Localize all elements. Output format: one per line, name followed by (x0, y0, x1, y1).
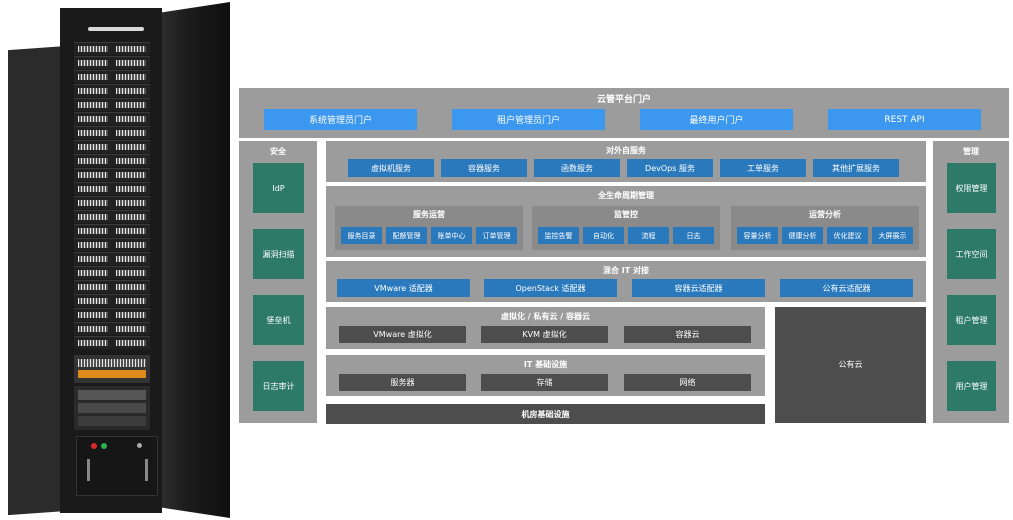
rack-server-slot (74, 336, 150, 349)
adapter-vmware[interactable]: VMware 适配器 (337, 279, 470, 297)
it-infrastructure-section: IT 基础设施 服务器 存储 网络 (326, 355, 765, 396)
rack-server-slot (74, 308, 150, 321)
virt-vmware[interactable]: VMware 虚拟化 (339, 326, 466, 343)
rack-open-door (162, 2, 230, 518)
security-column: 安全 IdP 漏洞扫描 堡垒机 日志审计 (239, 141, 317, 423)
rack-server-slot (74, 182, 150, 195)
power-led-red (91, 443, 97, 449)
mon-workflow[interactable]: 流程 (628, 227, 669, 244)
ana-health[interactable]: 健康分析 (782, 227, 823, 244)
ops-quota[interactable]: 配额管理 (386, 227, 427, 244)
security-item-log-audit[interactable]: 日志审计 (253, 361, 304, 411)
ops-orders[interactable]: 订单管理 (476, 227, 517, 244)
security-item-bastion[interactable]: 堡垒机 (253, 295, 304, 345)
adapter-container-cloud[interactable]: 容器云适配器 (632, 279, 765, 297)
service-devops[interactable]: DevOps 服务 (627, 159, 713, 177)
portal-sysadmin-button[interactable]: 系统管理员门户 (264, 109, 417, 130)
lifecycle-group-analytics-title: 运营分析 (809, 209, 841, 219)
management-item-permissions[interactable]: 权限管理 (947, 163, 996, 213)
rack-server-slot (74, 84, 150, 97)
virtualization-title: 虚拟化 / 私有云 / 容器云 (501, 311, 590, 321)
mon-automation[interactable]: 自动化 (583, 227, 624, 244)
rack-server-slot (74, 266, 150, 279)
virt-container-cloud[interactable]: 容器云 (624, 326, 751, 343)
rack-server-slot (74, 70, 150, 83)
infra-network[interactable]: 网络 (624, 374, 751, 391)
ops-billing[interactable]: 账单中心 (431, 227, 472, 244)
rack-server-slot (74, 98, 150, 111)
ana-dashboard[interactable]: 大屏展示 (872, 227, 913, 244)
lifecycle-group-monitoring-title: 监管控 (614, 209, 638, 219)
security-title: 安全 (270, 146, 286, 156)
portal-tenantadmin-button[interactable]: 租户管理员门户 (452, 109, 605, 130)
rack-server-slot (74, 140, 150, 153)
portal-bar: 云管平台门户 系统管理员门户 租户管理员门户 最终用户门户 REST API (239, 88, 1009, 138)
virt-kvm[interactable]: KVM 虚拟化 (481, 326, 608, 343)
service-extensions[interactable]: 其他扩展服务 (813, 159, 899, 177)
rack-side-panel (8, 45, 68, 516)
security-item-idp[interactable]: IdP (253, 163, 304, 213)
lifecycle-section: 全生命周期管理 服务运营 服务目录 配额管理 账单中心 订单管理 监管控 监控告… (326, 186, 926, 257)
rack-slots (74, 42, 150, 352)
rack-server-slot (74, 252, 150, 265)
service-vm[interactable]: 虚拟机服务 (348, 159, 434, 177)
rack-server-slot (74, 112, 150, 125)
ana-capacity[interactable]: 容量分析 (737, 227, 778, 244)
security-item-vuln-scan[interactable]: 漏洞扫描 (253, 229, 304, 279)
hybrid-it-section: 混合 IT 对接 VMware 适配器 OpenStack 适配器 容器云适配器… (326, 261, 926, 302)
ana-optimization[interactable]: 优化建议 (827, 227, 868, 244)
hybrid-it-title: 混合 IT 对接 (602, 265, 649, 275)
mon-logs[interactable]: 日志 (673, 227, 714, 244)
power-led-green (101, 443, 107, 449)
adapter-openstack[interactable]: OpenStack 适配器 (484, 279, 617, 297)
management-item-workspace[interactable]: 工作空间 (947, 229, 996, 279)
lifecycle-group-analytics: 运营分析 容量分析 健康分析 优化建议 大屏展示 (731, 206, 919, 250)
it-infrastructure-title: IT 基础设施 (523, 359, 568, 369)
rack-server-slot (74, 42, 150, 55)
ops-service-catalog[interactable]: 服务目录 (341, 227, 382, 244)
management-item-tenants[interactable]: 租户管理 (947, 295, 996, 345)
lifecycle-group-monitoring: 监管控 监控告警 自动化 流程 日志 (532, 206, 720, 250)
management-item-users[interactable]: 用户管理 (947, 361, 996, 411)
rack-server-slot (74, 294, 150, 307)
rack-top-light (88, 27, 144, 31)
infra-storage[interactable]: 存储 (481, 374, 608, 391)
lifecycle-title: 全生命周期管理 (598, 190, 654, 200)
mon-alerts[interactable]: 监控告警 (538, 227, 579, 244)
rack-power-unit (76, 436, 158, 496)
public-cloud-box[interactable]: 公有云 (775, 307, 926, 423)
rack-server-slot (74, 196, 150, 209)
management-column: 管理 权限管理 工作空间 租户管理 用户管理 (933, 141, 1009, 423)
server-rack-illustration (0, 0, 235, 520)
self-service-section: 对外自服务 虚拟机服务 容器服务 函数服务 DevOps 服务 工单服务 其他扩… (326, 141, 926, 182)
rack-server-slot (74, 126, 150, 139)
lifecycle-group-operations-title: 服务运营 (413, 209, 445, 219)
lifecycle-group-operations: 服务运营 服务目录 配额管理 账单中心 订单管理 (335, 206, 523, 250)
virtualization-section: 虚拟化 / 私有云 / 容器云 VMware 虚拟化 KVM 虚拟化 容器云 (326, 307, 765, 349)
service-function[interactable]: 函数服务 (534, 159, 620, 177)
rack-storage-units (74, 386, 150, 430)
adapter-public-cloud[interactable]: 公有云适配器 (780, 279, 913, 297)
rack-server-slot (74, 238, 150, 251)
rack-server-slot (74, 280, 150, 293)
portal-title: 云管平台门户 (596, 94, 651, 105)
self-service-title: 对外自服务 (606, 145, 646, 155)
rack-server-slot (74, 168, 150, 181)
service-ticket[interactable]: 工单服务 (720, 159, 806, 177)
management-title: 管理 (963, 146, 979, 156)
service-container[interactable]: 容器服务 (441, 159, 527, 177)
rack-server-slot (74, 224, 150, 237)
rack-server-slot (74, 56, 150, 69)
rack-patch-panel (74, 355, 150, 383)
datacenter-bar[interactable]: 机房基础设施 (326, 404, 765, 424)
rack-server-slot (74, 322, 150, 335)
infra-servers[interactable]: 服务器 (339, 374, 466, 391)
portal-enduser-button[interactable]: 最终用户门户 (640, 109, 793, 130)
rack-server-slot (74, 154, 150, 167)
portal-restapi-button[interactable]: REST API (828, 109, 981, 130)
rack-server-slot (74, 210, 150, 223)
